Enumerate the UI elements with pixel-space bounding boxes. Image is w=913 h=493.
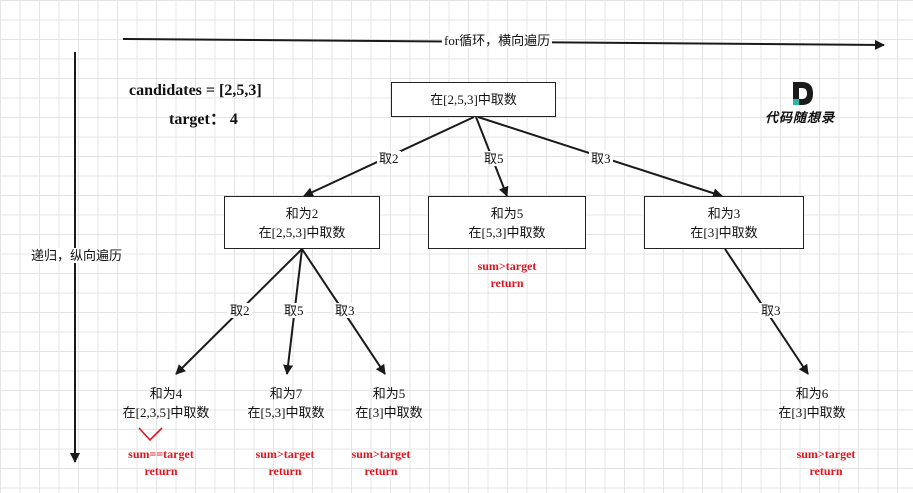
checkmark-icon: [138, 427, 163, 442]
edge-label-l2-take2: 取2: [228, 303, 252, 318]
result-sum5-line1: sum>target: [477, 259, 537, 273]
result-sum5b: sum>target return: [331, 446, 431, 480]
root-node-text: 在[2,5,3]中取数: [430, 92, 517, 107]
result-sum4-line2: return: [144, 464, 178, 478]
leaf-sum4: 和为4 在[2,3,5]中取数: [106, 384, 226, 422]
result-sum4-line1: sum==target: [128, 447, 194, 461]
vertical-axis-label: 递归，纵向遍历: [29, 248, 125, 263]
result-sum7-line2: return: [268, 464, 302, 478]
result-sum6-line2: return: [809, 464, 843, 478]
node-sum3-line2: 在[3]中取数: [690, 224, 758, 240]
node-sum2: 和为2 在[2,5,3]中取数: [224, 196, 380, 249]
result-sum7: sum>target return: [235, 446, 335, 480]
leaf-sum7: 和为7 在[5,3]中取数: [226, 384, 346, 422]
leaf-sum5: 和为5 在[3]中取数: [329, 384, 449, 422]
leaf-sum6: 和为6 在[3]中取数: [752, 384, 872, 422]
node-sum2-line1: 和为2: [285, 205, 319, 221]
node-sum2-line2: 在[2,5,3]中取数: [258, 224, 346, 240]
result-sum6-line1: sum>target: [796, 447, 856, 461]
result-sum5b-line1: sum>target: [351, 447, 411, 461]
node-sum3-line1: 和为3: [707, 205, 741, 221]
node-sum5-line2: 在[5,3]中取数: [468, 224, 546, 240]
edge-label-take5: 取5: [482, 151, 506, 166]
result-sum7-line1: sum>target: [255, 447, 315, 461]
node-sum3: 和为3 在[3]中取数: [644, 196, 804, 249]
logo-text: 代码随想录: [765, 110, 836, 125]
leaf-sum7-line2: 在[5,3]中取数: [247, 405, 325, 420]
edge-label-take3: 取3: [589, 151, 613, 166]
edge-label-l2-take3: 取3: [333, 303, 357, 318]
leaf-sum4-line1: 和为4: [149, 386, 183, 401]
result-sum5-line2: return: [490, 276, 524, 290]
result-sum5: sum>target return: [457, 258, 557, 292]
result-sum5b-line2: return: [364, 464, 398, 478]
edge-label-l2-take5: 取5: [282, 303, 306, 318]
horizontal-axis-label: for循环，横向遍历: [442, 33, 553, 48]
leaf-sum7-line1: 和为7: [269, 386, 303, 401]
node-sum5: 和为5 在[5,3]中取数: [428, 196, 586, 249]
logo-icon: [793, 82, 813, 105]
edge-label-l2-take3b: 取3: [759, 303, 783, 318]
node-sum5-line1: 和为5: [490, 205, 524, 221]
candidates-label: candidates = [2,5,3]: [129, 82, 262, 99]
root-node: 在[2,5,3]中取数: [391, 82, 556, 117]
result-sum4: sum==target return: [111, 446, 211, 480]
leaf-sum5-line1: 和为5: [372, 386, 406, 401]
leaf-sum4-line2: 在[2,3,5]中取数: [122, 405, 210, 420]
target-label: target： 4: [169, 111, 238, 128]
leaf-sum5-line2: 在[3]中取数: [355, 405, 423, 420]
leaf-sum6-line2: 在[3]中取数: [778, 405, 846, 420]
edge-label-take2: 取2: [377, 151, 401, 166]
leaf-sum6-line1: 和为6: [795, 386, 829, 401]
result-sum6: sum>target return: [776, 446, 876, 480]
